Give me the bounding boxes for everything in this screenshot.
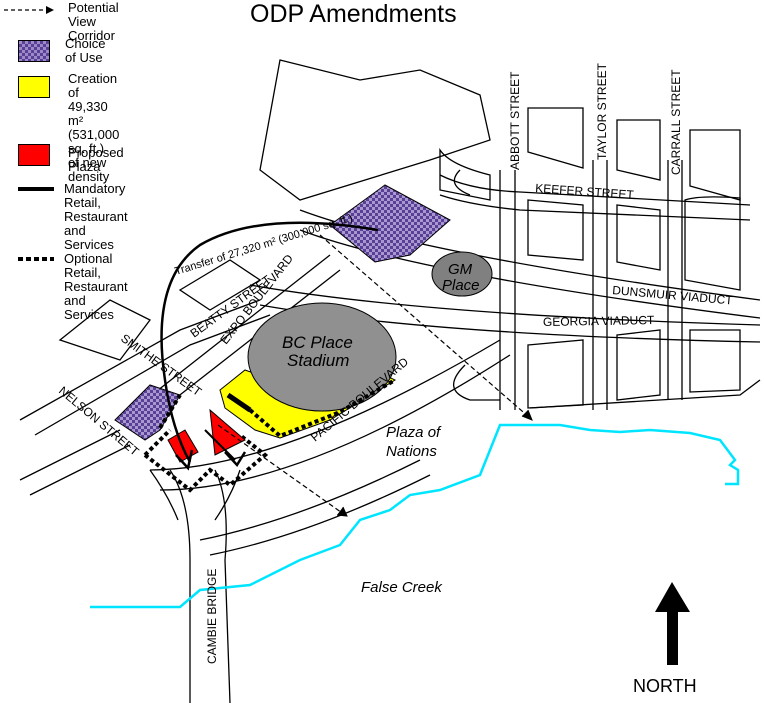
shoreline	[90, 423, 740, 609]
mandatory-retail-segment	[226, 392, 252, 413]
transfer-arrowhead-1	[175, 449, 194, 471]
optional-retail-segments	[143, 378, 397, 493]
legend-corridor-label: Potential View Corridor	[68, 0, 119, 43]
label-taylor-street: TAYLOR STREET	[595, 62, 609, 160]
label-cambie-bridge: CAMBIE BRIDGE	[205, 569, 219, 664]
label-north: NORTH	[633, 676, 697, 696]
gm-place	[431, 251, 493, 297]
view-corridors	[217, 234, 531, 516]
streets	[19, 160, 761, 703]
legend-choice-label: Choice of Use	[65, 36, 106, 65]
legend-corridor-arrow	[46, 6, 54, 14]
legend-choice-swatch	[18, 40, 50, 62]
transfer-arrowhead-2	[224, 451, 247, 468]
label-false-creek: False Creek	[361, 579, 443, 596]
label-gm-line1: GM	[448, 261, 473, 278]
legend-mandatory-line	[18, 187, 54, 191]
legend-optional-line	[18, 257, 54, 261]
legend-density-swatch	[18, 76, 50, 98]
legend-mandatory-label: Mandatory Retail, Restaurant and Service…	[64, 181, 128, 252]
street-labels: ABBOTT STREET TAYLOR STREET CARRALL STRE…	[56, 62, 734, 664]
legend-optional-label: Optional Retail, Restaurant and Services	[64, 251, 128, 322]
label-bc-place-line1: BC Place	[282, 333, 353, 352]
bc-place-stadium	[247, 302, 397, 412]
legend-density-label: Creation of 49,330 m² (531,000 sq. ft.) …	[68, 71, 120, 184]
legend-plaza-swatch	[18, 144, 50, 166]
label-plaza-nations-line2: Nations	[386, 443, 437, 460]
label-gm-line2: Place	[442, 277, 480, 294]
page-title: ODP Amendments	[250, 0, 457, 28]
north-arrow-icon	[655, 582, 690, 665]
transfer-branch	[204, 429, 236, 461]
label-georgia-viaduct: GEORGIA VIADUCT	[543, 313, 655, 329]
view-corridor-arrow-2	[336, 506, 348, 517]
label-bc-place-line2: Stadium	[287, 351, 349, 370]
choice-of-use-parcel-north	[329, 184, 451, 263]
place-labels: GM Place BC Place Stadium Plaza of Natio…	[282, 261, 697, 696]
legend-plaza-label: Proposed Plaza	[68, 145, 124, 174]
label-keefer-street: KEEFER STREET	[535, 181, 635, 202]
label-abbott-street: ABBOTT STREET	[508, 71, 522, 170]
label-dunsmuir-viaduct: DUNSMUIR VIADUCT	[612, 283, 734, 308]
view-corridor-arrow-1	[521, 409, 533, 421]
label-carrall-street: CARRALL STREET	[669, 69, 683, 175]
transfer-curve	[160, 221, 379, 463]
city-blocks	[58, 59, 741, 409]
label-plaza-nations-line1: Plaza of	[386, 424, 442, 441]
